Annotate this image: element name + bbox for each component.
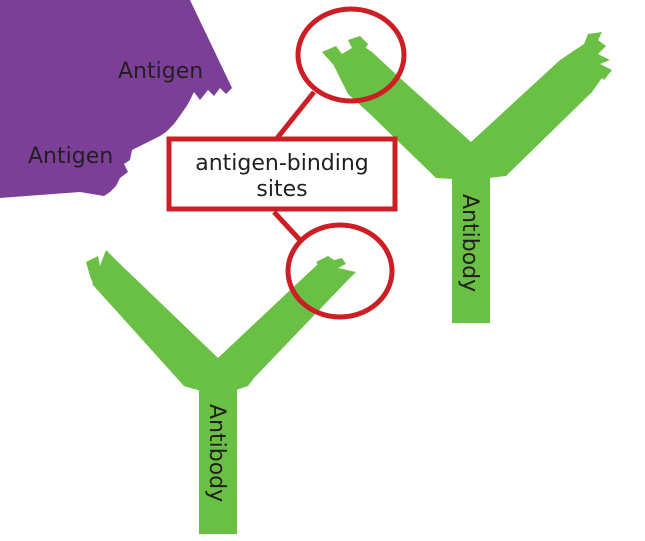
callout-connector-upper bbox=[272, 90, 316, 144]
antibody-upper-left-tip bbox=[322, 36, 368, 70]
antibody-upper: Antibody bbox=[322, 32, 612, 323]
antigen-label-top: Antigen bbox=[118, 59, 203, 84]
antibody-upper-stem bbox=[452, 155, 490, 323]
antibody-upper-right-tip bbox=[584, 32, 612, 80]
antibody-lower-label: Antibody bbox=[204, 404, 229, 502]
antibody-upper-label: Antibody bbox=[457, 194, 482, 292]
callout-connectors bbox=[272, 90, 316, 242]
antigen-body bbox=[0, 0, 232, 198]
antibody-lower-right-tip bbox=[316, 256, 356, 286]
binding-site-highlights bbox=[285, 6, 407, 320]
antibody-upper-left-arm bbox=[334, 44, 471, 180]
antibody-upper-right-arm bbox=[471, 44, 602, 180]
antigen-label-bottom: Antigen bbox=[28, 144, 113, 169]
binding-site-circle-upper bbox=[295, 6, 407, 104]
callout-label-line-2: sites bbox=[256, 177, 307, 202]
antibody-lower-right-arm bbox=[218, 262, 346, 396]
antigen: Antigen Antigen bbox=[0, 0, 232, 198]
antibody-lower: Antibody bbox=[86, 250, 356, 534]
antibody-lower-left-tip bbox=[86, 250, 118, 286]
callout-box-frame bbox=[166, 136, 398, 212]
binding-site-circle-lower bbox=[285, 222, 395, 320]
callout-label-line-1: antigen-binding bbox=[195, 151, 369, 176]
callout-box: antigen-binding sites bbox=[166, 136, 398, 212]
antibody-lower-left-arm bbox=[92, 262, 218, 396]
callout-connector-lower bbox=[272, 210, 302, 242]
